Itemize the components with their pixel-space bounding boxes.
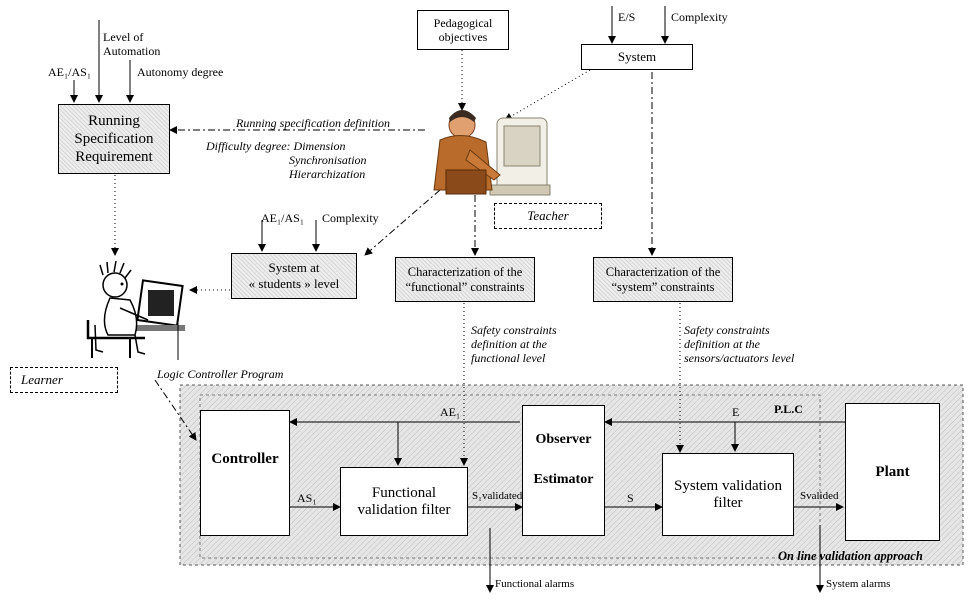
running-spec-def-label: Running specification definition bbox=[236, 116, 390, 130]
e-signal-label: E bbox=[732, 405, 740, 419]
system-alarms-label: System alarms bbox=[826, 578, 891, 590]
difficulty-degree-label: Difficulty degree: Dimension bbox=[206, 139, 346, 153]
students-ae-as-label: AE₁/AS₁ bbox=[261, 211, 305, 225]
functional-alarms-label: Functional alarms bbox=[495, 578, 575, 590]
observer-estimator-box: Observer Estimator bbox=[522, 405, 605, 536]
system-label: System bbox=[617, 49, 657, 64]
system-constraints-label: Characterization of the “system” constra… bbox=[605, 264, 721, 294]
es-label: E/S bbox=[618, 10, 636, 24]
estimator-label: Estimator bbox=[533, 472, 594, 487]
as1-signal-label: AS₁ bbox=[297, 491, 317, 505]
functional-filter-box: Functional validation filter bbox=[340, 467, 468, 536]
learner-label-box: Learner bbox=[10, 367, 118, 393]
controller-box: Controller bbox=[200, 410, 290, 536]
system-students-level-label: System at « students » level bbox=[248, 260, 340, 291]
controller-label: Controller bbox=[211, 451, 279, 467]
s-signal-label: S bbox=[627, 491, 634, 505]
autonomy-degree-label: Autonomy degree bbox=[137, 65, 224, 79]
complexity-label: Complexity bbox=[671, 10, 728, 24]
ae1-as1-input-label: AE₁/AS₁ bbox=[48, 65, 92, 79]
system-filter-label: System validation filter bbox=[674, 477, 782, 511]
learner-figure bbox=[86, 260, 185, 360]
online-validation-label: On line validation approach bbox=[778, 549, 923, 563]
ae1-signal-label: AE₁ bbox=[440, 405, 461, 419]
system-box: System bbox=[581, 44, 693, 70]
s1-validated-signal-label: S₁validated bbox=[472, 490, 523, 502]
safety-functional-label: Safety constraints definition at the fun… bbox=[471, 323, 557, 365]
synchronisation-label: Synchronisation bbox=[289, 153, 367, 167]
pedagogical-objectives-box: Pedagogical objectives bbox=[417, 10, 509, 50]
hierarchization-label: Hierarchization bbox=[289, 167, 366, 181]
pedagogical-objectives-label: Pedagogical objectives bbox=[433, 16, 493, 44]
system-constraints-box: Characterization of the “system” constra… bbox=[593, 257, 733, 302]
running-specification-label: Running Specification Requirement bbox=[74, 113, 154, 165]
functional-constraints-box: Characterization of the “functional” con… bbox=[395, 257, 535, 302]
running-specification-box: Running Specification Requirement bbox=[58, 104, 170, 174]
system-students-level-box: System at « students » level bbox=[231, 253, 357, 299]
learner-label: Learner bbox=[21, 372, 63, 387]
students-complexity-label: Complexity bbox=[322, 211, 379, 225]
logic-controller-program-label: Logic Controller Program bbox=[157, 367, 284, 381]
system-filter-box: System validation filter bbox=[662, 453, 794, 536]
plc-label: P.L.C bbox=[774, 402, 803, 416]
teacher-label: Teacher bbox=[527, 208, 569, 223]
teacher-label-box: Teacher bbox=[494, 203, 602, 229]
level-of-automation-label: Level of Automation bbox=[103, 30, 161, 58]
teacher-figure bbox=[433, 110, 551, 196]
functional-filter-label: Functional validation filter bbox=[357, 484, 451, 518]
functional-constraints-label: Characterization of the “functional” con… bbox=[405, 264, 525, 294]
s-validated-signal-label: Svalided bbox=[800, 490, 839, 502]
observer-label: Observer bbox=[535, 432, 592, 447]
plant-box: Plant bbox=[845, 403, 940, 541]
safety-system-label: Safety constraints definition at the sen… bbox=[684, 323, 795, 365]
plant-label: Plant bbox=[875, 463, 910, 480]
